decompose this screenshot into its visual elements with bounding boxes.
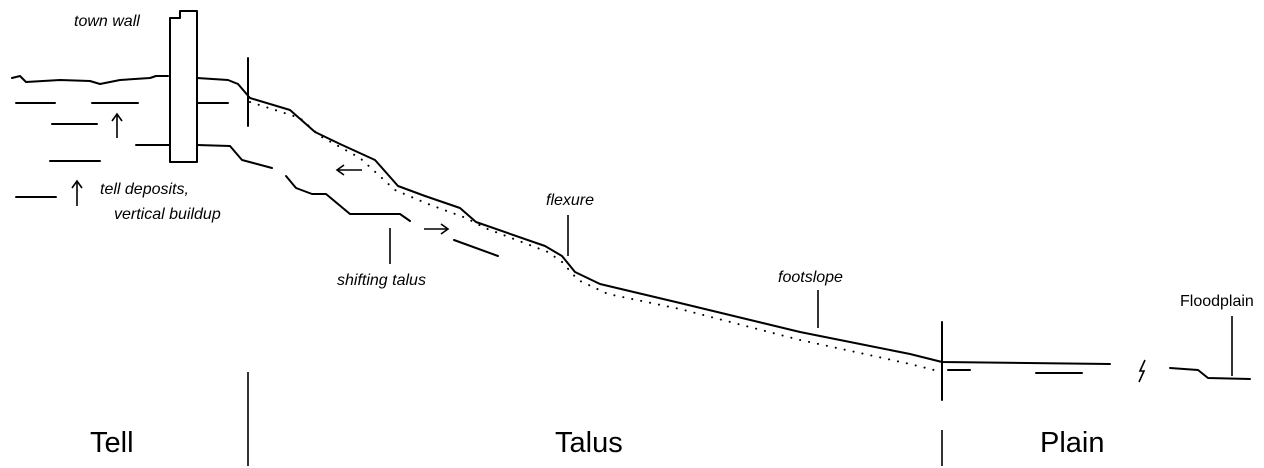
town-wall [169,10,198,163]
slope-surface-line [196,77,1111,365]
footslope-label: footslope [778,269,843,286]
zone-talus-label: Talus [555,427,623,459]
flexure-label: flexure [546,192,594,209]
break-symbol [1138,359,1146,383]
dotted-colluvium-line [249,101,943,373]
town-wall-label: town wall [74,13,140,30]
tell-surface-line [11,75,169,85]
buried-talus-line [453,239,499,257]
shifting-talus-label: shifting talus [337,272,426,289]
zone-tell-label: Tell [90,427,134,459]
up-arrow-icon [71,179,83,206]
tell-deposits-label: tell deposits, [100,181,189,198]
buried-talus-line [285,175,411,222]
floodplain-label: Floodplain [1180,293,1254,310]
zone-plain-label: Plain [1040,427,1105,459]
right-arrow-icon [424,223,450,235]
floodplain-surface-line [1169,367,1251,380]
buried-talus-line [196,144,273,169]
vertical-buildup-label: vertical buildup [114,206,221,223]
up-arrow-icon [111,112,123,138]
left-arrow-icon [335,164,362,176]
